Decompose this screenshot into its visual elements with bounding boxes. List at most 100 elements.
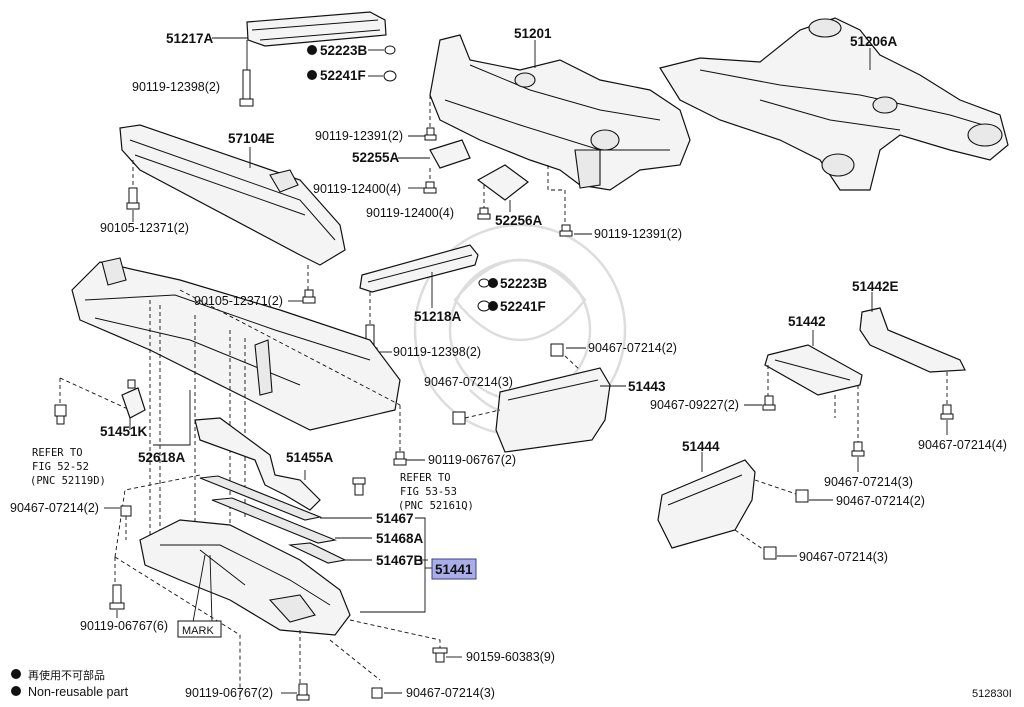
bolt-90119-12391-a	[424, 127, 437, 141]
bolt-refer-right	[352, 477, 366, 496]
label-51443[interactable]: 51443	[628, 379, 666, 394]
part-51218A[interactable]	[359, 244, 479, 293]
label-51441[interactable]: 51441	[435, 562, 473, 577]
part-51451K[interactable]	[121, 387, 146, 419]
bolt-90467-07214-a	[550, 343, 564, 357]
label-51468A[interactable]: 51468A	[376, 531, 424, 546]
label-90467-07214-f[interactable]: 90467-07214(2)	[10, 501, 99, 515]
label-90119-12391-b[interactable]: 90119-12391(2)	[594, 227, 682, 241]
label-52618A[interactable]: 52618A	[138, 450, 186, 465]
bolt-90119-06767-c	[296, 683, 310, 701]
bolt-90467-07214-g	[851, 441, 865, 457]
bolt-90467-07214-f	[120, 505, 132, 517]
label-90467-07214-h[interactable]: 90467-07214(3)	[406, 686, 495, 700]
label-51467B[interactable]: 51467B	[376, 553, 424, 568]
refer-left-line1: REFER TO	[32, 447, 83, 459]
part-51467-strip[interactable]	[199, 475, 322, 521]
label-90119-12391-a[interactable]: 90119-12391(2)	[315, 129, 403, 143]
legend-dot-en	[11, 686, 21, 696]
part-51442E[interactable]	[859, 307, 966, 373]
bolt-90119-12400-a	[423, 181, 437, 194]
part-57104E-crossmember[interactable]	[119, 124, 346, 266]
part-51455A[interactable]	[194, 417, 321, 511]
mark-label: MARK	[182, 625, 214, 637]
label-52223B-mid[interactable]: 52223B	[500, 276, 548, 291]
mark-box	[177, 620, 222, 638]
washer-52223B-mid	[478, 278, 490, 288]
part-51441-undercover[interactable]	[139, 519, 351, 636]
bolt-refer-left	[54, 404, 67, 425]
bolt-90119-12398-top	[239, 69, 254, 107]
highlight-51441[interactable]	[431, 558, 477, 580]
bolt-90467-07214-h	[371, 687, 383, 699]
nonreusable-dot	[488, 301, 498, 311]
bolt-90467-09227	[762, 395, 776, 411]
label-90119-12400-b[interactable]: 90119-12400(4)	[366, 206, 454, 220]
legend-dot-jp	[11, 669, 21, 679]
label-52256A[interactable]: 52256A	[495, 213, 543, 228]
label-90119-06767-a[interactable]: 90119-06767(2)	[428, 453, 516, 467]
refer-right-line1: REFER TO	[400, 472, 451, 484]
bolt-90119-06767-a	[393, 451, 407, 466]
bolt-90119-12400-b	[477, 207, 491, 220]
part-51443-shield[interactable]	[495, 367, 611, 453]
label-51217A[interactable]: 51217A	[166, 31, 214, 46]
label-51201[interactable]: 51201	[514, 26, 552, 41]
label-90119-12398-top[interactable]: 90119-12398(2)	[132, 80, 220, 94]
label-90467-07214-b[interactable]: 90467-07214(3)	[424, 375, 513, 389]
refer-right-block[interactable]: REFER TO FIG 53-53 (PNC 52161Q)	[398, 472, 474, 512]
part-51442-plate[interactable]	[764, 344, 863, 396]
label-90467-07214-c[interactable]: 90467-07214(4)	[918, 438, 1007, 452]
legend-jp: 再使用不可部品	[28, 668, 105, 682]
nonreusable-dot	[307, 70, 317, 80]
clip-90159-60383	[432, 647, 448, 663]
label-90467-07214-d[interactable]: 90467-07214(3)	[824, 475, 913, 489]
label-52223B-top[interactable]: 52223B	[320, 43, 368, 58]
label-90119-06767-b[interactable]: 90119-06767(6)	[80, 619, 168, 633]
part-51217A[interactable]	[246, 11, 387, 47]
label-51206A[interactable]: 51206A	[850, 34, 898, 49]
part-52255A[interactable]	[429, 139, 471, 169]
label-90119-06767-c[interactable]: 90119-06767(2)	[185, 686, 273, 700]
label-51444[interactable]: 51444	[682, 439, 720, 454]
part-front-undercover[interactable]	[71, 257, 401, 431]
label-90467-07214-e[interactable]: 90467-07214(2)	[836, 494, 925, 508]
nonreusable-dot	[307, 45, 317, 55]
figure-id: 512830I	[972, 688, 1012, 700]
label-90467-07214-a[interactable]: 90467-07214(2)	[588, 341, 677, 355]
label-90119-12400-a[interactable]: 90119-12400(4)	[313, 182, 401, 196]
label-51442[interactable]: 51442	[788, 314, 826, 329]
label-90119-12398-mid[interactable]: 90119-12398(2)	[393, 345, 481, 359]
legend-en: Non-reusable part	[28, 685, 129, 699]
refer-right-line2: FIG 53-53	[400, 486, 457, 498]
bolt-90119-06767-b	[109, 584, 125, 610]
label-57104E[interactable]: 57104E	[228, 131, 275, 146]
bolt-90467-07214-d	[795, 489, 809, 503]
label-90467-07214-g[interactable]: 90467-07214(3)	[799, 550, 888, 564]
bolt-90467-07214-b	[452, 411, 466, 425]
part-51468A-strip[interactable]	[211, 497, 337, 544]
label-90159-60383[interactable]: 90159-60383(9)	[466, 650, 555, 664]
label-90105-12371-a[interactable]: 90105-12371(2)	[100, 221, 189, 235]
bolt-90105-12371-a	[126, 187, 140, 210]
refer-left-line2: FIG 52-52	[32, 461, 89, 473]
refer-left-line3: (PNC 52119D)	[30, 475, 106, 487]
label-51218A[interactable]: 51218A	[414, 309, 462, 324]
part-51444-shield[interactable]	[657, 459, 756, 549]
refer-left-block[interactable]: REFER TO FIG 52-52 (PNC 52119D)	[30, 447, 106, 487]
label-51442E[interactable]: 51442E	[852, 279, 899, 294]
label-52241F-mid[interactable]: 52241F	[500, 299, 546, 314]
part-52256A[interactable]	[476, 164, 529, 201]
label-90105-12371-b[interactable]: 90105-12371(2)	[194, 294, 283, 308]
bolt-90105-12371-b	[302, 289, 316, 304]
label-51451K[interactable]: 51451K	[100, 424, 148, 439]
label-52241F-top[interactable]: 52241F	[320, 68, 366, 83]
label-52255A[interactable]: 52255A	[352, 150, 400, 165]
label-51455A[interactable]: 51455A	[286, 450, 334, 465]
part-51206A-subframe[interactable]	[659, 17, 1009, 191]
bolt-90119-12391-b	[559, 224, 573, 237]
label-90467-09227[interactable]: 90467-09227(2)	[650, 398, 739, 412]
label-51467[interactable]: 51467	[376, 511, 414, 526]
part-51201-subframe[interactable]	[429, 34, 691, 191]
bolt-51451K-top	[127, 379, 136, 389]
